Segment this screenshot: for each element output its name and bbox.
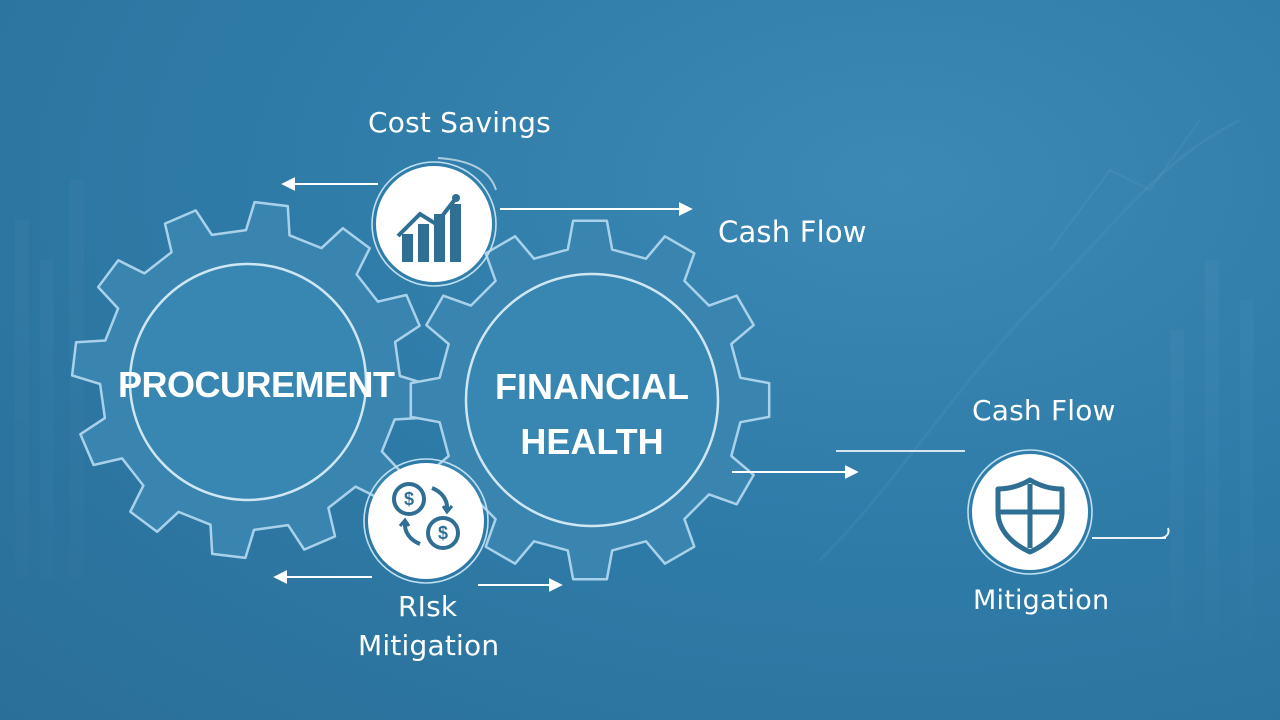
cost-savings-label: Cost Savings xyxy=(368,106,551,139)
currency-exchange-badge: $ $ xyxy=(363,458,489,584)
cash-flow-right-label: Cash Flow xyxy=(972,394,1116,427)
procurement-gear-inner-ring xyxy=(128,262,368,502)
shield-icon xyxy=(995,477,1065,555)
dollar-glyph-2: $ xyxy=(438,523,448,543)
risk-label-line2: Mitigation xyxy=(358,629,500,662)
risk-label-line1: RIsk xyxy=(398,590,458,623)
shield-badge xyxy=(967,449,1093,575)
dollar-glyph-1: $ xyxy=(404,489,414,509)
financial-health-label-line2: HEALTH xyxy=(520,421,664,462)
financial-health-label-line1: FINANCIAL xyxy=(495,366,689,407)
mitigation-right-label: Mitigation xyxy=(973,585,1110,616)
cash-flow-top-label: Cash Flow xyxy=(718,215,867,249)
financial-health-gear-inner-ring xyxy=(464,272,720,528)
connector-arrows xyxy=(273,157,1170,592)
growth-chart-badge xyxy=(371,161,497,287)
procurement-label: PROCUREMENT xyxy=(118,364,395,405)
bar-chart-growth-icon xyxy=(396,194,461,262)
currency-exchange-icon xyxy=(392,482,460,550)
background-chart-decoration xyxy=(15,119,1254,640)
